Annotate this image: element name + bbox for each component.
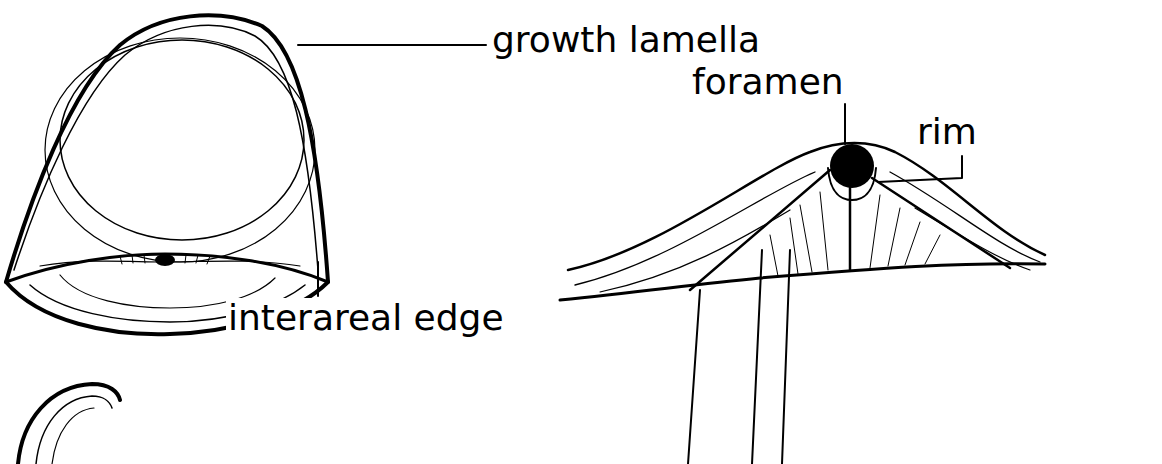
valve-outline [568,143,1045,270]
growth-line [36,396,112,464]
shell-outline [6,15,328,282]
leader-line [878,156,962,182]
shell-outline [18,384,120,464]
median-line [849,185,852,270]
growth-line [60,40,304,240]
growth-line [45,38,315,262]
foramen-dot [155,254,175,266]
foramen-hole [830,144,874,188]
leader-line [752,250,762,464]
leader-line [298,44,486,46]
part-label: foramen [690,62,846,102]
growth-line [600,208,1030,292]
deltidium-hatch [770,192,940,276]
hinge-line [560,264,1045,300]
growth-line [52,408,94,464]
leader-line [688,290,700,464]
leader-line [844,104,846,144]
part-label: growth lamella [490,20,762,60]
leader-line [317,262,319,296]
hinge-line [6,254,328,282]
leader-line [782,250,790,464]
part-label: rim [915,112,979,152]
growth-line [14,25,318,270]
part-label: interareal edge [226,298,506,338]
foramen-rim [828,168,876,200]
